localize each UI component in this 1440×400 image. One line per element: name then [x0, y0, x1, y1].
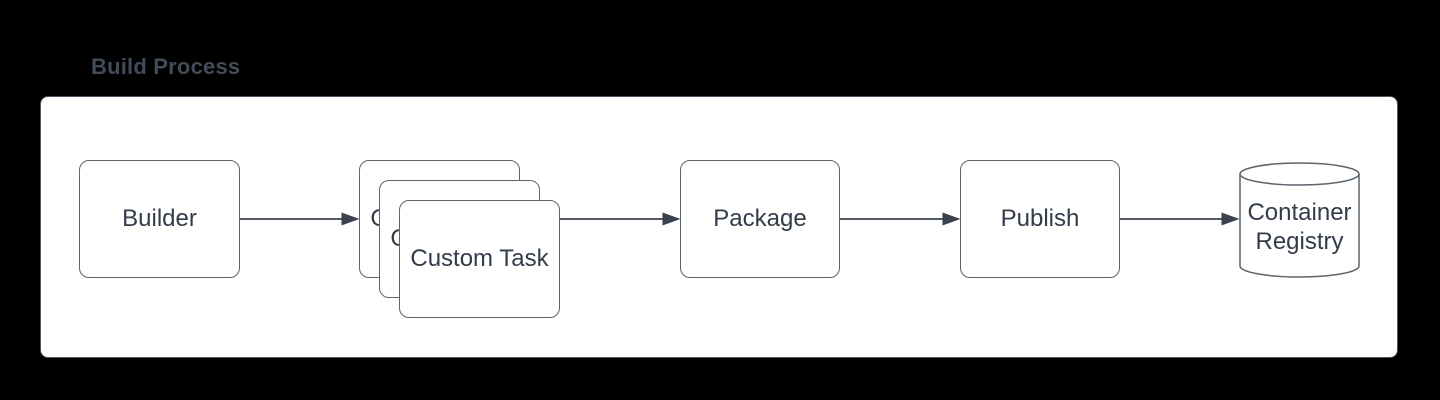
node-publish[interactable]: Publish	[960, 160, 1120, 278]
arrowhead-icon	[341, 212, 360, 226]
arrowhead-icon	[1221, 212, 1240, 226]
custom-task-card-front[interactable]: Custom Task	[399, 200, 560, 318]
node-container-registry[interactable]: Container Registry	[1239, 162, 1360, 278]
edge-builder-to-custom-task[interactable]	[240, 212, 360, 226]
node-package[interactable]: Package	[680, 160, 840, 278]
arrowhead-icon	[942, 212, 961, 226]
database-cylinder-icon	[1239, 162, 1360, 278]
node-container-registry-label: Container Registry	[1247, 199, 1352, 255]
node-publish-label: Publish	[1000, 205, 1080, 232]
edge-custom-task-to-package[interactable]	[560, 212, 681, 226]
diagram-title: Build Process	[91, 54, 241, 79]
node-builder-label: Builder	[122, 205, 197, 232]
node-builder[interactable]: Builder	[79, 160, 240, 278]
node-package-label: Package	[713, 205, 807, 232]
arrowhead-icon	[662, 212, 681, 226]
edge-publish-to-container-registry[interactable]	[1120, 212, 1240, 226]
node-custom-task-label: Custom Task	[410, 245, 549, 272]
edge-package-to-publish[interactable]	[840, 212, 961, 226]
